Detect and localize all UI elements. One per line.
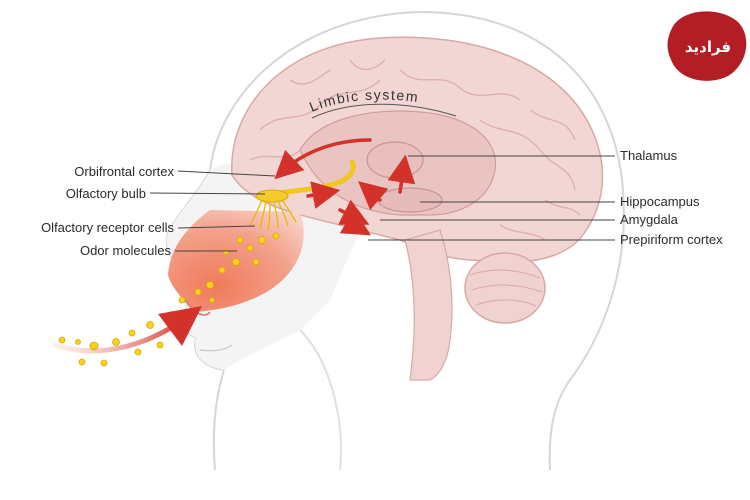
- neck: [299, 329, 342, 471]
- brain-folds: [249, 59, 581, 241]
- hippocampus-label: Hippocampus: [620, 194, 700, 209]
- arrow-bulb-to-limbic: [306, 181, 341, 209]
- brand-logo: فرادید: [667, 11, 747, 81]
- odor-molecules-label: Odor molecules: [80, 243, 172, 258]
- olfactory-bulb-shape: [255, 189, 289, 203]
- receptor-fibers: [249, 199, 297, 231]
- airflow-arrow: [52, 306, 203, 354]
- thalamus-shape: [366, 141, 424, 179]
- mouth-line: [199, 344, 233, 352]
- prepiriform-cortex-label: Prepiriform cortex: [620, 232, 723, 247]
- leader-lines-right: [368, 155, 615, 241]
- hippocampus-shape: [377, 187, 443, 213]
- orbitofrontal-cortex-label: Orbifrontal cortex: [74, 164, 174, 179]
- olfactory-receptor-cells-label: Olfactory receptor cells: [41, 220, 174, 235]
- arrow-to-thalamus: [387, 154, 416, 194]
- arrow-up-limbic: [358, 181, 389, 211]
- arrow-to-orbitofrontal: [274, 138, 372, 180]
- brainstem: [404, 229, 453, 381]
- brand-logo-text: فرادید: [685, 38, 731, 56]
- cerebellum: [464, 252, 546, 324]
- signal-arrows: [274, 138, 416, 236]
- odor-molecule-dots: [58, 232, 280, 367]
- amygdala-label: Amygdala: [620, 212, 679, 227]
- cerebellum-folds: [469, 269, 543, 307]
- thalamus-label: Thalamus: [620, 148, 678, 163]
- limbic-arc-line: [311, 103, 457, 119]
- leader-lines-left: [149, 170, 276, 252]
- olfactory-bulb-label: Olfactory bulb: [66, 186, 146, 201]
- arrow-to-prepiriform: [339, 209, 372, 236]
